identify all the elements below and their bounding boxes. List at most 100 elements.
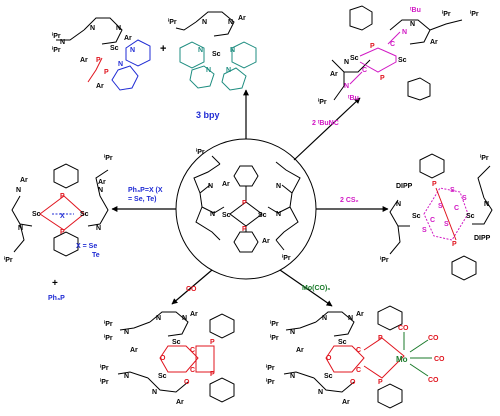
central-n-2: N <box>210 211 215 218</box>
cs2-n-1: N <box>396 201 401 208</box>
iso-n-3: N <box>410 21 415 28</box>
arrow-co-line <box>171 269 213 305</box>
ch-p-1: P <box>60 193 65 200</box>
mo-co-label-4: CO <box>428 377 439 384</box>
ch-amine-right <box>95 169 109 197</box>
mo-ipr-2: ⁱPr <box>270 333 279 342</box>
mo-ipr-1: ⁱPr <box>270 319 279 328</box>
product-cs2: Sc Sc P P S S S S S C C N N DIPP DIPP ⁱP… <box>380 153 493 281</box>
bpy-ar-3: Ar <box>96 83 104 90</box>
arrow-bpy: 3 bpy <box>196 89 249 139</box>
central-n-4: N <box>276 211 281 218</box>
central-sc-left: Sc <box>222 212 231 219</box>
central-p-top: P <box>242 200 247 207</box>
bpy-n-5: N <box>118 61 123 68</box>
central-n-1: N <box>208 183 213 190</box>
mo-p-1: P <box>378 335 383 342</box>
co-p-1: P <box>210 339 215 346</box>
central-aryl-bottom <box>233 231 259 253</box>
mo-ligand-top-amine <box>285 321 317 331</box>
mo-ar-1: Ar <box>356 311 364 318</box>
central-left-arm <box>193 163 221 194</box>
bpy-amine-1 <box>56 29 85 41</box>
bpy-ar-2: Ar <box>80 57 88 64</box>
ch-sc-2: Sc <box>80 211 89 218</box>
iso-ligand-top-amine <box>429 19 463 31</box>
mo-ipr-4: ⁱPr <box>266 377 275 386</box>
iso-ligand-bottom <box>331 59 371 73</box>
arrow-moco: Mo(CO)₆ <box>279 269 333 307</box>
bpy-amine-2 <box>175 21 197 31</box>
central-amine-right <box>275 239 285 251</box>
iso-cn-2 <box>349 71 363 85</box>
arrow-cs2: 2 CS₂ <box>316 197 389 212</box>
co-ipr-2: ⁱPr <box>104 333 113 342</box>
bpy-ipr-1: ⁱPr <box>52 31 61 40</box>
co-ar-2: Ar <box>130 347 138 354</box>
co-c2p2 <box>195 345 215 373</box>
bpy-n-3: N <box>60 39 65 46</box>
ch-plus: + <box>52 278 58 289</box>
product-bpy: Sc N N N N N P P Ar Ar Ar ⁱPr ⁱPr + Sc N… <box>52 11 257 91</box>
co-n-2: N <box>182 315 187 322</box>
cs2-ipr-2: ⁱPr <box>380 255 389 264</box>
ch-p-2: P <box>60 229 65 236</box>
iso-cn-1 <box>387 31 401 45</box>
bpy-pyridine-1 <box>125 39 151 67</box>
bpy-n-4: N <box>130 47 135 54</box>
bpy-n-6: N <box>202 19 207 26</box>
bpy-sc-2: Sc <box>212 51 221 58</box>
iso-n-4: N <box>344 59 349 66</box>
product-moco: Sc Sc Mo CO CO CO CO O O C C P P N N N N… <box>266 305 445 409</box>
mo-core <box>325 345 365 373</box>
mo-co-label-2: CO <box>428 335 439 342</box>
cs2-dipp-2: DIPP <box>474 235 491 242</box>
co-core <box>159 345 199 373</box>
cs2-amine-right <box>477 165 491 199</box>
co-ligand-top <box>149 311 189 337</box>
arrow-isonitrile: 2 ᵗBuNC <box>293 97 361 161</box>
iso-ar-1: Ar <box>330 71 338 78</box>
bpy-p-1: P <box>96 57 101 64</box>
ch-ar-1: Ar <box>20 177 28 184</box>
ch-ar-2: Ar <box>98 179 106 186</box>
co-c-2: C <box>190 367 195 374</box>
co-sc-1: Sc <box>172 339 181 346</box>
iso-n-2: N <box>344 83 349 90</box>
co-n-3: N <box>124 329 129 336</box>
bpy-n-7: N <box>228 19 233 26</box>
mo-p-2: P <box>378 379 383 386</box>
mo-c-1: C <box>356 347 361 354</box>
co-n-5: N <box>152 389 157 396</box>
cs2-sc-1: Sc <box>412 213 421 220</box>
iso-ipr-1: ⁱPr <box>442 9 451 18</box>
ch-x-label-2: Te <box>92 252 100 259</box>
central-p-bottom: P <box>242 226 247 233</box>
cs2-ipr-1: ⁱPr <box>480 153 489 162</box>
bpy-ar-4: Ar <box>238 15 246 22</box>
ch-byproduct: Ph₃P <box>48 295 65 302</box>
co-sc-2: Sc <box>158 373 167 380</box>
co-aryl-2 <box>209 377 235 403</box>
iso-p-1: P <box>370 43 375 50</box>
bpy-n-2: N <box>116 25 121 32</box>
ch-ligand-right <box>87 195 109 227</box>
central-ar-1: Ar <box>222 181 230 188</box>
mo-ar-2: Ar <box>296 347 304 354</box>
ch-ligand-left <box>11 195 33 227</box>
iso-ipr-3: ⁱPr <box>318 97 327 106</box>
mo-co-3 <box>409 363 429 377</box>
iso-aryl-1 <box>349 5 373 31</box>
ch-x-label-1: X = Se <box>76 243 97 250</box>
reagent-chalcogen-2: = Se, Te) <box>128 196 156 203</box>
ch-n-4: N <box>96 225 101 232</box>
reagent-cs2: 2 CS₂ <box>340 197 359 204</box>
cs2-aryl-top <box>419 153 445 179</box>
bpy-pyridine-2 <box>111 65 139 91</box>
mo-aryl-2 <box>377 383 403 409</box>
reagent-isonitrile: 2 ᵗBuNC <box>312 120 339 127</box>
ch-amine-left <box>13 223 25 253</box>
mo-sc-1: Sc <box>338 339 347 346</box>
bpy-pyridine-4 <box>189 65 215 89</box>
